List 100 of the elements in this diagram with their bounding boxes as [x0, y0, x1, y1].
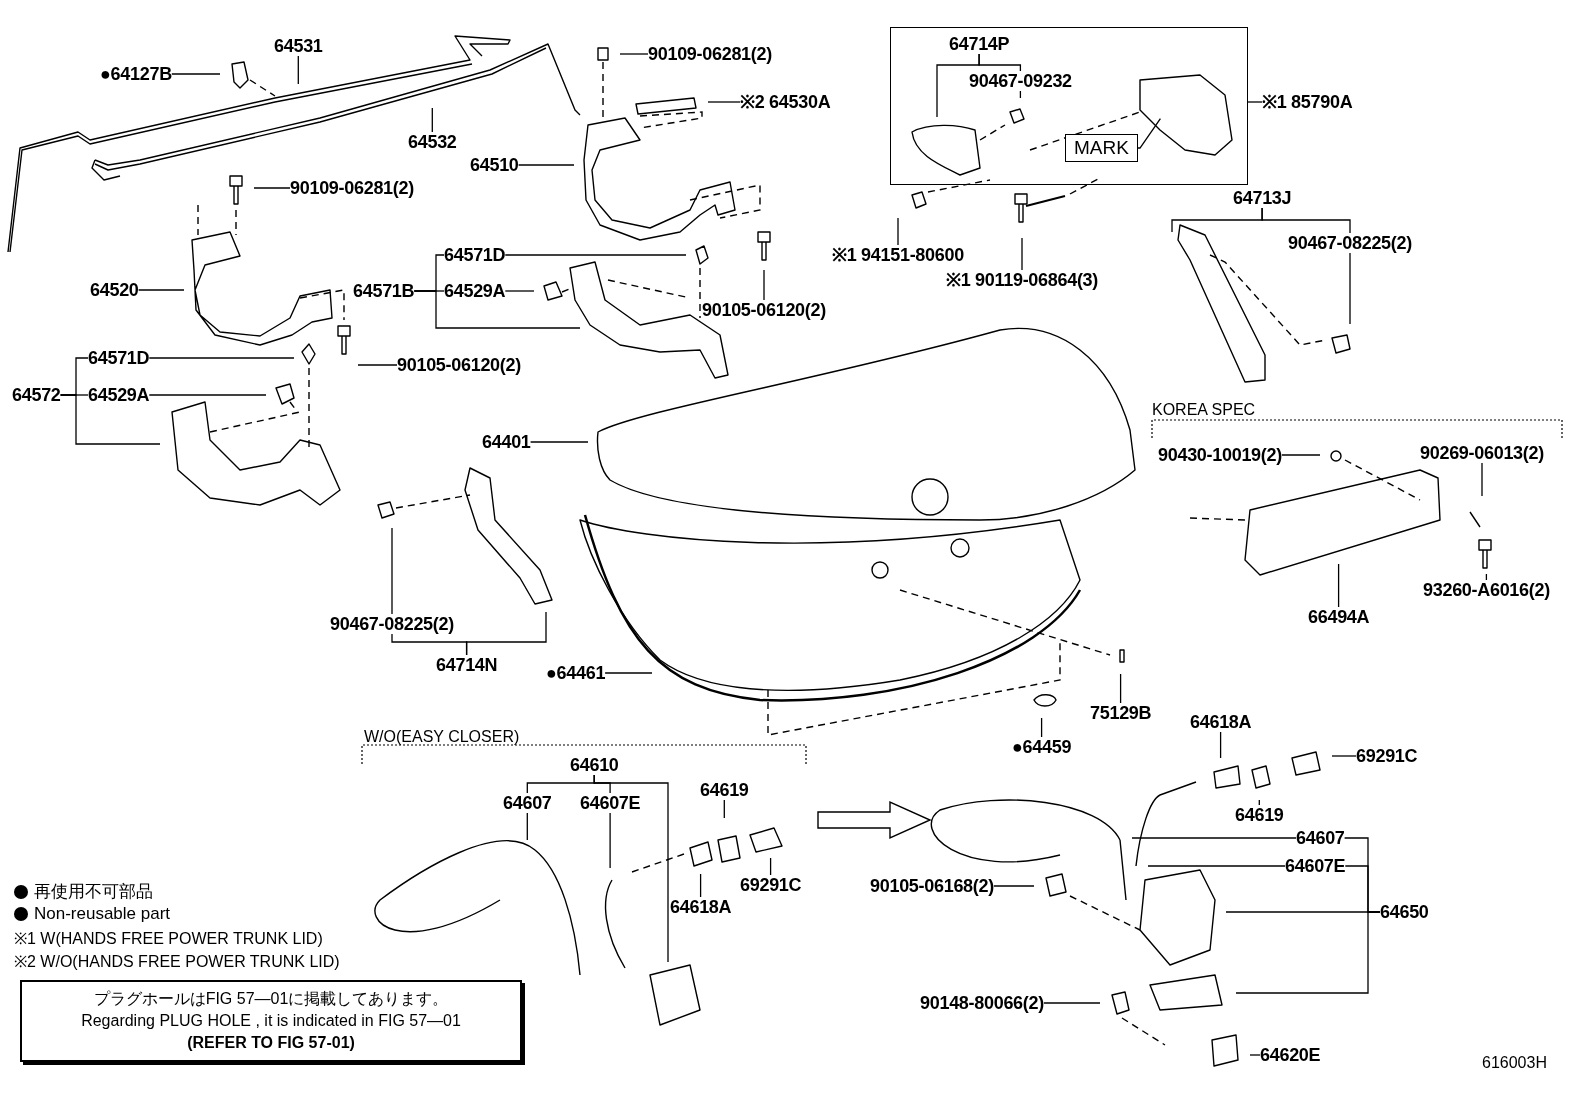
part-number: 64572: [12, 385, 61, 405]
part-number: 64401: [482, 432, 531, 452]
leader-line: [504, 254, 687, 256]
part-number: ●64127B: [100, 64, 172, 84]
part-number: 90105-06120(2): [702, 300, 826, 320]
part-number: 64529A: [444, 281, 506, 301]
leader-line: [431, 107, 433, 133]
note-text: (REFER TO FIG 57-01): [186, 1033, 356, 1053]
part-number: 64607: [1296, 828, 1345, 848]
part-number: ※1 85790A: [1262, 92, 1353, 112]
note-text: プラグホールはFIG 57—01に掲載してあります。: [92, 989, 450, 1009]
part-number: 90109-06281(2): [648, 44, 772, 64]
part-number: 90109-06281(2): [290, 178, 414, 198]
part-number: 90467-08225(2): [1288, 233, 1412, 253]
leader-line: [1171, 207, 1263, 233]
part-number: 64618A: [670, 897, 732, 917]
leader-line: [993, 885, 1035, 887]
section-label: W/O(EASY CLOSER): [364, 728, 520, 746]
leader-line: [357, 364, 398, 366]
leader-line: [1481, 462, 1483, 497]
leader-line: [609, 812, 611, 869]
leader-line: [1040, 717, 1043, 738]
leader-line: [763, 269, 765, 301]
part-number: 64610: [570, 755, 619, 775]
part-number: 64713J: [1233, 188, 1292, 208]
part-number: 64618A: [1190, 712, 1252, 732]
leader-line: [1147, 865, 1286, 867]
leader-line: [59, 394, 161, 445]
part-number: 90467-09232: [969, 71, 1072, 91]
part-number: 64532: [408, 132, 457, 152]
part-number: ●64459: [1012, 737, 1072, 757]
part-number: 64531: [274, 36, 323, 56]
part-number: 90148-80066(2): [920, 993, 1044, 1013]
leader-line: [1021, 237, 1023, 271]
part-number: 64607: [503, 793, 552, 813]
leader-line: [897, 217, 899, 246]
part-number: 64650: [1380, 902, 1429, 922]
part-number: 64714P: [949, 34, 1010, 54]
part-number: ※1 90119-06864(3): [946, 270, 1099, 290]
part-number: 64607E: [580, 793, 641, 813]
leader-line: [604, 672, 653, 674]
leader-line: [619, 53, 649, 55]
leader-line: [1258, 799, 1260, 806]
part-number: 69291C: [740, 875, 802, 895]
section-label: KOREA SPEC: [1152, 401, 1256, 419]
leader-line: [148, 357, 295, 359]
leader-line: [413, 290, 581, 329]
part-number: 69291C: [1356, 746, 1418, 766]
leader-line: [526, 812, 528, 841]
leader-line: [297, 55, 299, 85]
part-number: 66494A: [1308, 607, 1370, 627]
leader-line: [1485, 573, 1488, 581]
note-text: Regarding PLUG HOLE , it is indicated in FIG 57—01: [80, 1011, 462, 1031]
leader-line: [253, 187, 291, 189]
leader-line: [517, 164, 575, 166]
footnote: ※1 W(HANDS FREE POWER TRUNK LID): [14, 930, 323, 948]
part-number: 90269-06013(2): [1420, 443, 1544, 463]
part-number: ※2 64530A: [740, 92, 831, 112]
legend-text: 再使用不可部品: [34, 881, 153, 903]
mark-label: MARK: [1065, 134, 1138, 162]
leader-line: [1131, 837, 1297, 839]
part-number: ●64461: [546, 663, 606, 683]
leader-line: [1331, 755, 1357, 757]
leader-line: [1337, 563, 1340, 608]
group-frame: [890, 27, 1248, 185]
leader-line: [1281, 454, 1321, 456]
leader-line: [769, 857, 772, 876]
part-number: 93260-A6016(2): [1423, 580, 1550, 600]
part-number: 64607E: [1285, 856, 1346, 876]
part-number: 64520: [90, 280, 139, 300]
part-number: 64571B: [353, 281, 415, 301]
leader-line: [723, 799, 725, 819]
part-number: 64620E: [1260, 1045, 1321, 1065]
part-number: 64619: [1235, 805, 1284, 825]
leader-line: [529, 441, 589, 443]
leader-line: [137, 289, 185, 291]
leader-line: [148, 394, 267, 396]
part-number: 64529A: [88, 385, 150, 405]
leader-line: [171, 73, 221, 75]
leader-line: [1235, 911, 1381, 994]
part-number: 75129B: [1090, 703, 1152, 723]
leader-line: [1249, 1054, 1261, 1056]
leader-line: [504, 290, 535, 292]
part-number: ※1 94151-80600: [832, 245, 964, 265]
part-number: 64510: [470, 155, 519, 175]
leader-line: [1349, 252, 1351, 325]
legend-text: Non-reusable part: [34, 904, 171, 924]
part-number: 90105-06120(2): [397, 355, 521, 375]
leader-line: [1019, 90, 1022, 99]
leader-line: [1247, 101, 1263, 103]
part-number: 64571D: [444, 245, 506, 265]
leader-line: [1219, 731, 1222, 759]
part-number: 64571D: [88, 348, 150, 368]
leader-line: [465, 611, 547, 656]
part-number: 64714N: [436, 655, 498, 675]
figure-code: 616003H: [1482, 1054, 1547, 1072]
note-box: [20, 980, 522, 1062]
leader-line: [1043, 1002, 1101, 1004]
leader-line: [1119, 673, 1122, 704]
leader-line: [593, 774, 669, 963]
